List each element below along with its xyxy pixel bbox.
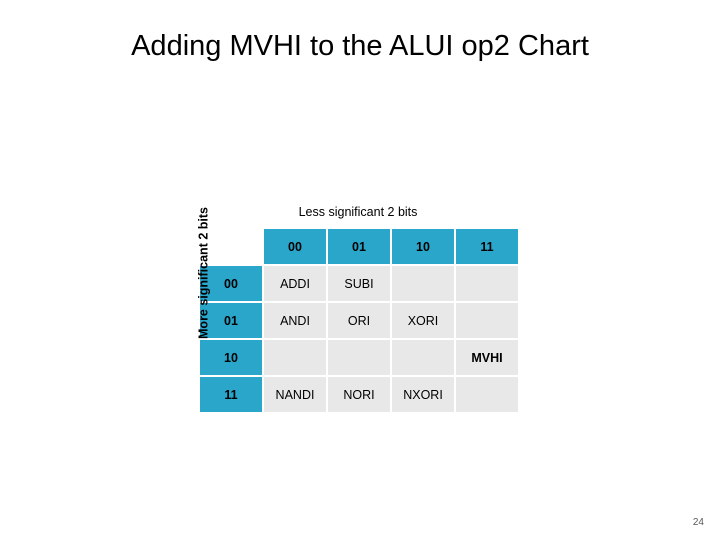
column-header-01: 01 — [328, 229, 390, 264]
cell-00-00: ADDI — [264, 266, 326, 301]
cell-11-11 — [456, 377, 518, 412]
table-row: 00 ADDI SUBI — [200, 266, 518, 301]
cell-00-01: SUBI — [328, 266, 390, 301]
row-header-01: 01 — [200, 303, 262, 338]
column-axis-label: Less significant 2 bits — [298, 205, 418, 219]
cell-00-11 — [456, 266, 518, 301]
alu-op2-matrix: 00 01 10 11 00 ADDI SUBI 01 ANDI ORI XOR… — [198, 227, 520, 414]
table-row-header: 00 01 10 11 — [200, 229, 518, 264]
page-title: Adding MVHI to the ALUI op2 Chart — [131, 30, 589, 62]
cell-10-01 — [328, 340, 390, 375]
corner-cell — [200, 229, 262, 264]
cell-11-00: NANDI — [264, 377, 326, 412]
cell-10-00 — [264, 340, 326, 375]
cell-01-10: XORI — [392, 303, 454, 338]
cell-01-00: ANDI — [264, 303, 326, 338]
row-axis-label: More significant 2 bits — [196, 207, 211, 339]
slide-number: 24 — [692, 517, 704, 528]
cell-01-01: ORI — [328, 303, 390, 338]
cell-10-11-mvhi: MVHI — [456, 340, 518, 375]
table-row: 01 ANDI ORI XORI — [200, 303, 518, 338]
row-header-11: 11 — [200, 377, 262, 412]
cell-10-10 — [392, 340, 454, 375]
alu-op2-table-area: Less significant 2 bits More significant… — [130, 205, 520, 414]
table-wrap: More significant 2 bits 00 01 10 11 00 A… — [130, 207, 520, 414]
column-header-10: 10 — [392, 229, 454, 264]
cell-00-10 — [392, 266, 454, 301]
cell-11-01: NORI — [328, 377, 390, 412]
table-row: 10 MVHI — [200, 340, 518, 375]
cell-11-10: NXORI — [392, 377, 454, 412]
column-header-00: 00 — [264, 229, 326, 264]
table-row: 11 NANDI NORI NXORI — [200, 377, 518, 412]
row-header-10: 10 — [200, 340, 262, 375]
column-header-11: 11 — [456, 229, 518, 264]
row-header-00: 00 — [200, 266, 262, 301]
cell-01-11 — [456, 303, 518, 338]
